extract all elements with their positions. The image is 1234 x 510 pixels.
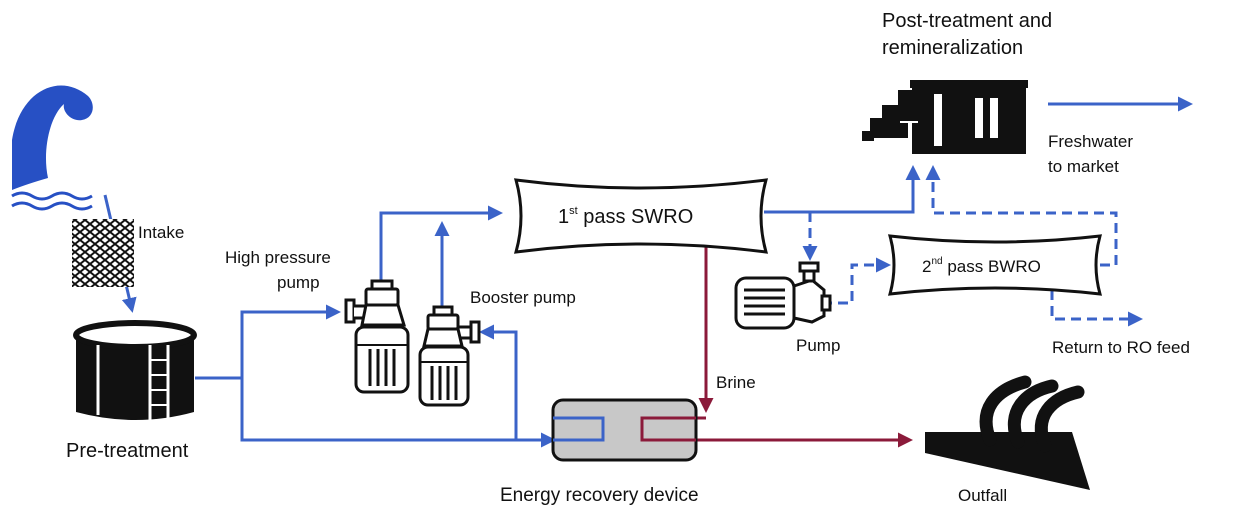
pump-label: Pump [796,336,840,355]
booster-pump-label: Booster pump [470,288,576,307]
post-treatment-label-line2: remineralization [882,37,1023,59]
pump-to-bwro-dashed-line [822,257,891,305]
pretreatment-label: Pre-treatment [66,440,189,462]
swro-label-text: pass SWRO [578,206,694,228]
swro-label-sup: st [569,205,578,217]
intake-screen-icon [72,219,134,287]
high-pressure-pump-icon [344,279,410,394]
return-to-ro-feed-label: Return to RO feed [1052,338,1190,357]
to-high-pressure-pump-line [240,304,341,378]
hp-pump-to-swro-line [379,205,503,283]
outfall-icon [925,375,1090,490]
post-treatment-icon [862,80,1028,154]
high-pressure-pump-label-line1: High pressure [225,248,331,267]
return-to-ro-feed-dashed-line [1050,290,1143,327]
post-treatment-label-line1: Post-treatment and [882,10,1052,32]
booster-pump-icon [418,305,481,407]
bwro-label-number: 2 [922,257,931,276]
high-pressure-pump-label-line2: pump [277,273,320,292]
swro-label-number: 1 [558,206,569,228]
bwro-to-post-dashed-line [925,165,1118,267]
bwro-label-text: pass BWRO [943,257,1041,276]
svg-text:1st pass SWRO: 1st pass SWRO [558,205,693,228]
outfall-label: Outfall [958,486,1007,505]
swro-membrane-vessel: 1st pass SWRO [513,178,769,254]
pump-icon [734,261,832,330]
brine-label: Brine [716,373,756,392]
freshwater-label-line2: to market [1048,157,1119,176]
svg-text:2nd pass BWRO: 2nd pass BWRO [922,256,1041,276]
pretreatment-tank-icon [73,320,197,420]
energy-recovery-device [551,398,698,462]
intake-label: Intake [138,223,184,242]
wave-icon [11,85,93,211]
swro-permeate-line [764,165,921,214]
bwro-membrane-vessel: 2nd pass BWRO [887,234,1103,296]
to-erd-line [240,378,556,448]
bwro-label-sup: nd [931,256,942,267]
freshwater-label-line1: Freshwater [1048,132,1133,151]
erd-label: Energy recovery device [500,485,699,506]
second-pass-flow-lines [802,165,1143,327]
